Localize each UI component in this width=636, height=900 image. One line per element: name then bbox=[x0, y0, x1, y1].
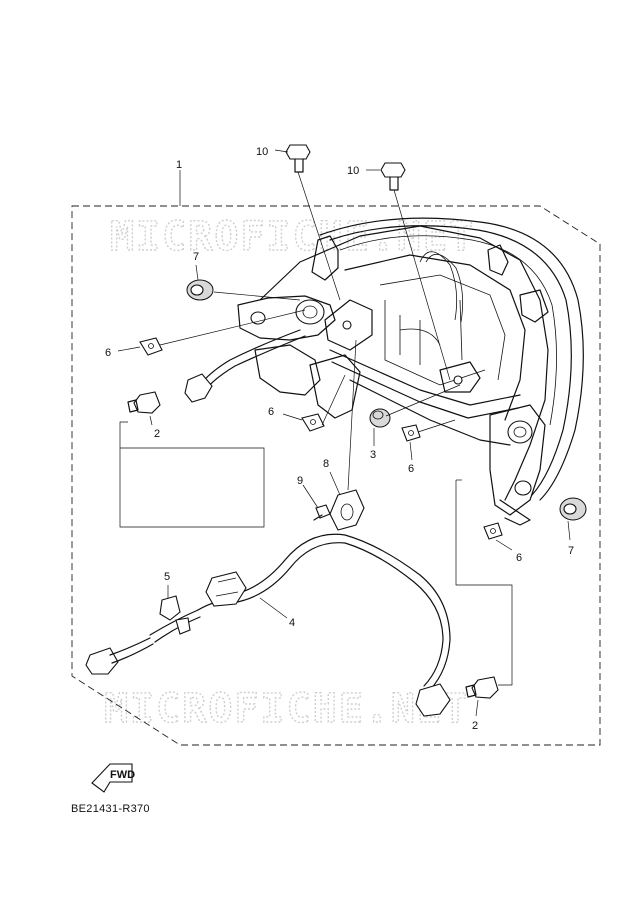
grommet-7-left bbox=[186, 279, 214, 301]
grommet-7-right bbox=[559, 497, 587, 521]
callout-1: 1 bbox=[176, 159, 182, 171]
assembly-boundary bbox=[71, 205, 601, 746]
watermark-bottom: MICROFICHE.NET bbox=[104, 686, 469, 732]
callout-7-right: 7 bbox=[568, 545, 574, 557]
clip-6-a bbox=[139, 337, 163, 356]
left-lead-connector bbox=[184, 373, 213, 403]
bolt-10-right bbox=[380, 162, 406, 191]
callout-2-right: 2 bbox=[472, 720, 478, 732]
cap-3 bbox=[369, 408, 391, 428]
left-lead-wire bbox=[199, 329, 301, 386]
callout-2-left: 2 bbox=[154, 428, 160, 440]
callout-3: 3 bbox=[370, 449, 376, 461]
callout-5: 5 bbox=[164, 571, 170, 583]
callout-6-a: 6 bbox=[105, 347, 111, 359]
callout-10-right: 10 bbox=[347, 165, 359, 177]
callout-4: 4 bbox=[289, 617, 295, 629]
callout-9: 9 bbox=[297, 475, 303, 487]
wire-harness-4 bbox=[85, 533, 451, 717]
clip-6-c bbox=[401, 424, 421, 442]
headlight-housing bbox=[237, 217, 584, 526]
clip-6-d bbox=[483, 522, 503, 540]
leader-lines bbox=[117, 149, 571, 717]
socket-2-left bbox=[127, 391, 161, 414]
callout-6-c: 6 bbox=[408, 463, 414, 475]
clip-5 bbox=[159, 595, 191, 635]
callout-6-d: 6 bbox=[516, 552, 522, 564]
drawing-code: BE21431-R370 bbox=[71, 803, 150, 815]
callout-10-left: 10 bbox=[256, 146, 268, 158]
socket-2-right bbox=[465, 676, 499, 699]
clamp-8 bbox=[329, 489, 365, 531]
callout-8: 8 bbox=[323, 458, 329, 470]
callout-6-b: 6 bbox=[268, 406, 274, 418]
bolt-10-left bbox=[285, 144, 311, 173]
callout-7-left: 7 bbox=[193, 251, 199, 263]
fwd-arrow-icon: FWD bbox=[91, 763, 135, 793]
screw-9 bbox=[313, 504, 331, 521]
watermark-top: MICROFICHE.NET bbox=[110, 214, 475, 260]
fwd-label: FWD bbox=[110, 769, 135, 781]
clip-6-b bbox=[301, 413, 325, 432]
